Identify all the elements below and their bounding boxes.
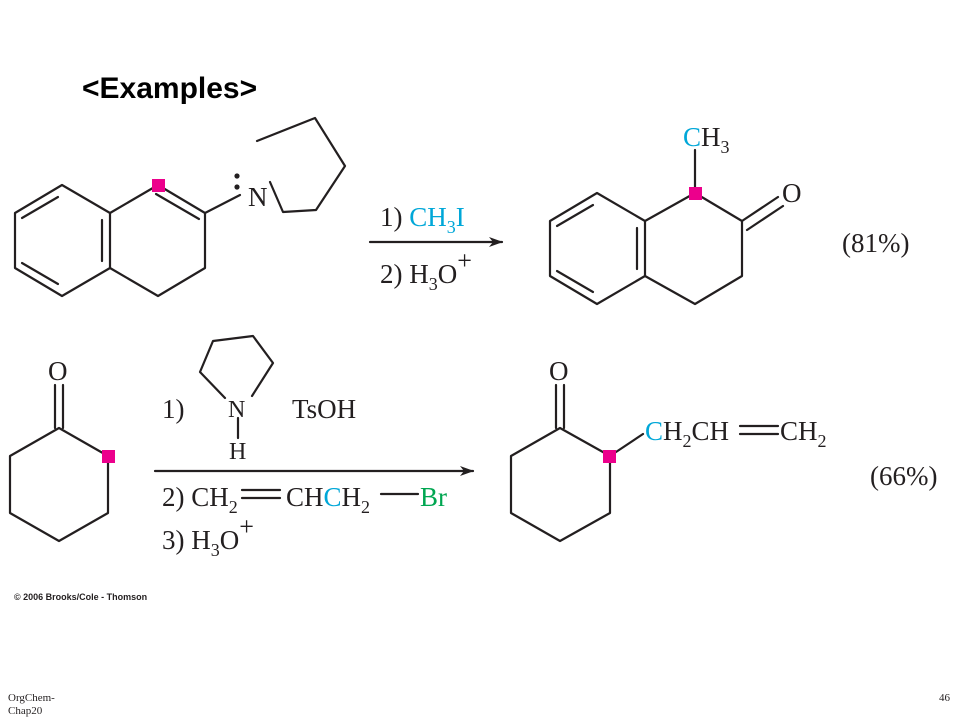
page-number: 46: [939, 692, 950, 704]
amine-nitrogen: N: [248, 182, 268, 212]
allylcyclohexanone-structure: [509, 383, 645, 543]
methyl-group-label: CH3: [683, 122, 730, 157]
pyrrolidine-structure: [198, 334, 275, 440]
enamine-structure: [13, 116, 347, 298]
methyl-tetralone-structure: [548, 148, 785, 306]
footer-course-label: OrgChem-Chap20: [8, 692, 55, 717]
slide-title: <Examples>: [82, 72, 258, 105]
copyright-notice: © 2006 Brooks/Cole - Thomson: [14, 592, 148, 602]
alpha-carbon-marker: [102, 450, 115, 463]
ketone-oxygen: O: [782, 178, 802, 208]
pyrrolidine-nitrogen: N: [228, 397, 245, 423]
reaction1-step2: 2) H3O+: [380, 246, 472, 294]
reaction2-step1-number: 1): [162, 394, 185, 424]
lone-pair-dots: [234, 173, 240, 190]
tsoh-catalyst: TsOH: [292, 394, 356, 424]
pyrrolidine-hydrogen: H: [229, 439, 246, 465]
reaction1-step1: 1) CH3I: [380, 202, 465, 237]
alpha-carbon-marker: [603, 450, 616, 463]
cyclohexanone-oxygen: O: [48, 356, 68, 386]
alpha-carbon-marker: [152, 179, 165, 192]
alpha-carbon-marker: [689, 187, 702, 200]
reaction2-yield: (66%): [870, 461, 937, 491]
cyclohexanone-structure: [8, 383, 110, 543]
product2-oxygen: O: [549, 356, 569, 386]
reaction2-step3: 3) H3O+: [162, 512, 254, 560]
reaction1-yield: (81%): [842, 228, 909, 258]
